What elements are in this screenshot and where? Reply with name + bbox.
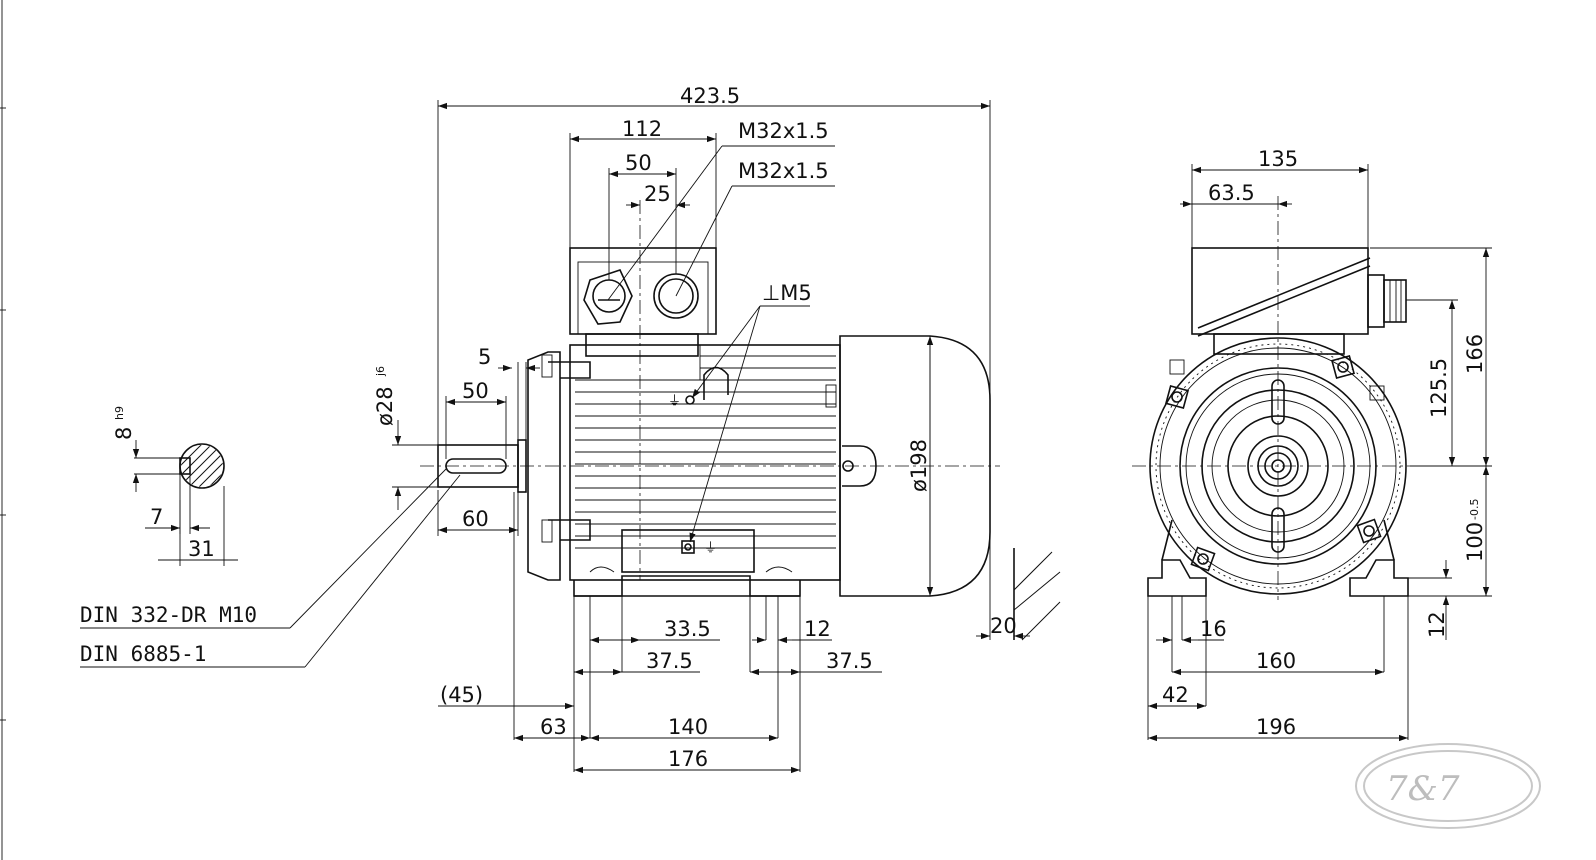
dim-foot-overall-width: 196 — [1256, 715, 1296, 739]
dim-shaft-extra: (45) — [440, 683, 483, 707]
dim-shaft-diameter-tol: j6 — [374, 366, 387, 377]
dim-foot-hole-spacing: 160 — [1256, 649, 1296, 673]
side-view-dimensions — [392, 100, 1030, 774]
cable-gland-label-1: M32x1.5 — [738, 119, 829, 143]
dim-foot-hole: 16 — [1200, 617, 1227, 641]
dim-foot-hole-offset: 33.5 — [664, 617, 711, 641]
dim-feet-clearance: 20 — [990, 614, 1017, 638]
earth-screw-label: ⊥M5 — [762, 281, 812, 305]
dim-shaft-length: 60 — [462, 507, 489, 531]
dim-foot-slot: 12 — [804, 617, 831, 641]
dim-end-box-offset: 63.5 — [1208, 181, 1255, 205]
dim-foot-right-span: 37.5 — [826, 649, 873, 673]
motor-side-view: ⏚ ⏚ — [420, 247, 1061, 641]
key-height-label: 31 — [188, 537, 215, 561]
key-width-label: 8 — [112, 427, 136, 440]
dim-foot-spacing: 140 — [668, 715, 708, 739]
end-view-dimensions — [1147, 164, 1492, 742]
dim-fan-cover-diameter: ø198 — [907, 439, 931, 492]
dim-foot-left-span: 37.5 — [646, 649, 693, 673]
dim-overall-length: 423.5 — [680, 84, 740, 108]
dim-foot-overall: 176 — [668, 747, 708, 771]
dim-gland-spacing: 50 — [625, 151, 652, 175]
dim-shaft-key-length: 50 — [462, 379, 489, 403]
dim-shaft-shoulder: 5 — [478, 345, 491, 369]
dim-shaft-height: 100 — [1463, 522, 1487, 562]
svg-text:⏚: ⏚ — [704, 541, 717, 556]
svg-text:7&7: 7&7 — [1386, 769, 1460, 809]
dim-end-box-height: 166 — [1463, 334, 1487, 374]
dim-terminal-box-width: 112 — [622, 117, 662, 141]
dim-end-gland-height: 125.5 — [1427, 358, 1451, 418]
dim-shaft-diameter: ø28 — [373, 386, 397, 426]
din-leaders — [80, 467, 461, 668]
dim-shaft-to-foot: 63 — [540, 715, 567, 739]
dim-shaft-height-tol: -0.5 — [1468, 499, 1481, 520]
motor-end-view — [1132, 196, 1420, 600]
dim-foot-width: 42 — [1162, 683, 1189, 707]
dim-gland-offset: 25 — [644, 182, 671, 206]
brand-logo: 7&7 — [1355, 743, 1541, 829]
shaft-key-section — [132, 440, 238, 566]
dim-foot-thickness: 12 — [1425, 611, 1449, 638]
cable-gland-label-2: M32x1.5 — [738, 159, 829, 183]
key-width-tol: h9 — [113, 406, 126, 420]
dim-end-box-width: 135 — [1258, 147, 1298, 171]
svg-text:⏚: ⏚ — [668, 394, 681, 409]
key-standard: DIN 6885-1 — [80, 642, 206, 666]
key-depth-label: 7 — [150, 505, 163, 529]
centre-hole-standard: DIN 332-DR M10 — [80, 603, 257, 627]
